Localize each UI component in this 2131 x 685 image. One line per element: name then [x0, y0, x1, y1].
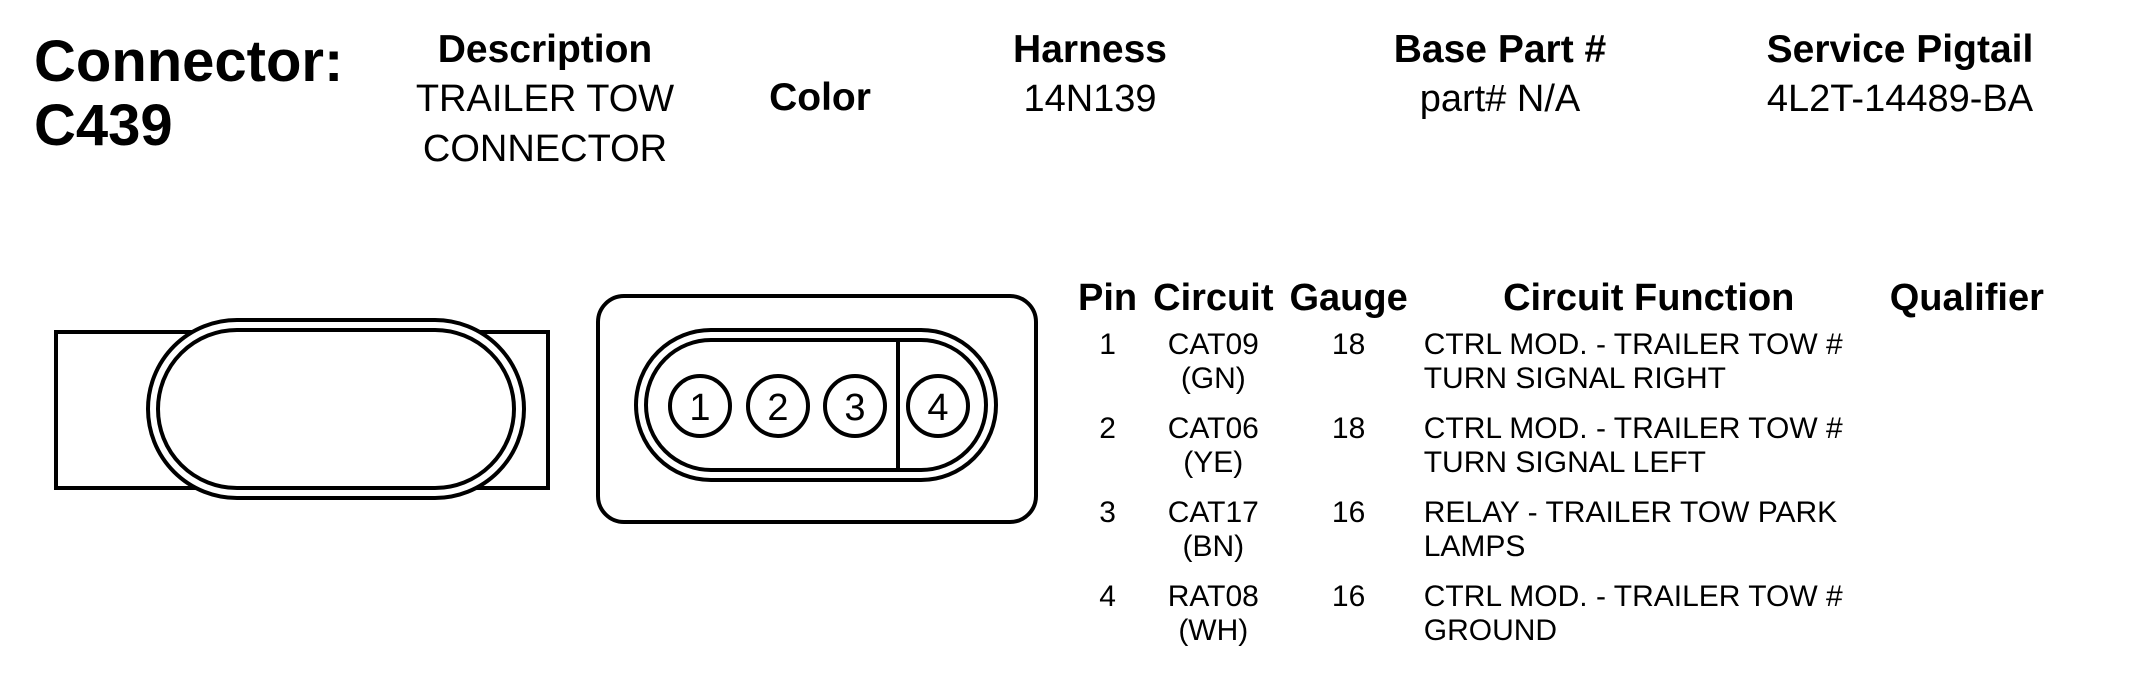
circuit-color: (GN)	[1180, 362, 1246, 395]
description-line-2: CONNECTOR	[422, 128, 668, 170]
function-line-2: TURN SIGNAL RIGHT	[1423, 362, 1726, 395]
circuit-id: RAT08	[1167, 580, 1259, 613]
circuit-color: (WH)	[1178, 614, 1249, 647]
function-line-2: LAMPS	[1423, 530, 1526, 563]
circuit-function: CTRL MOD. - TRAILER TOW # GROUND	[1416, 578, 1882, 662]
header-gauge: Gauge	[1289, 277, 1408, 319]
pin-4-socket	[906, 374, 970, 438]
connector-face-diagram: 1 2 3 4	[54, 294, 1038, 524]
table-row: 4 RAT08 (WH) 16 CTRL MOD. - TRAILER TOW …	[1070, 578, 2052, 662]
connector-label: Connector:	[34, 29, 344, 94]
circuit-color: (YE)	[1183, 446, 1244, 479]
circuit-cell: CAT06 (YE)	[1145, 410, 1281, 494]
description-label: Description	[437, 28, 653, 71]
service-pigtail-value: 4L2T-14489-BA	[1766, 78, 2034, 120]
qualifier	[1882, 578, 2052, 662]
description-line-1: TRAILER TOW	[415, 78, 675, 120]
pin-1-socket	[668, 374, 732, 438]
pin-2-socket	[746, 374, 810, 438]
service-pigtail-label: Service Pigtail	[1766, 28, 2034, 71]
pin-number: 4	[1099, 580, 1116, 613]
base-part-label: Base Part #	[1393, 28, 1607, 71]
circuit-id: CAT06	[1167, 412, 1259, 445]
function-line-1: CTRL MOD. - TRAILER TOW #	[1423, 412, 1843, 445]
function-line-1: RELAY - TRAILER TOW PARK	[1423, 496, 1838, 529]
gauge: 18	[1331, 328, 1366, 361]
description-column: Description TRAILER TOW CONNECTOR	[380, 26, 710, 174]
circuit-function: CTRL MOD. - TRAILER TOW # TURN SIGNAL LE…	[1416, 410, 1882, 494]
qualifier	[1882, 494, 2052, 578]
table-row: 1 CAT09 (GN) 18 CTRL MOD. - TRAILER TOW …	[1070, 326, 2052, 410]
table-row: 2 CAT06 (YE) 18 CTRL MOD. - TRAILER TOW …	[1070, 410, 2052, 494]
harness-label: Harness	[1013, 28, 1167, 71]
circuit-cell: RAT08 (WH)	[1145, 578, 1281, 662]
pin-socket-inner	[644, 338, 988, 472]
circuit-function: RELAY - TRAILER TOW PARK LAMPS	[1416, 494, 1882, 578]
gauge: 16	[1331, 496, 1366, 529]
pin-1-label: 1	[689, 387, 710, 429]
base-part-column: Base Part # part# N/A	[1350, 26, 1650, 124]
pin-table: Pin Circuit Gauge Circuit Function Quali…	[1070, 274, 2052, 662]
pin-3-label: 3	[844, 387, 865, 429]
pin-number: 3	[1099, 496, 1116, 529]
pin-table-header: Pin Circuit Gauge Circuit Function Quali…	[1070, 274, 2052, 326]
circuit-color: (BN)	[1182, 530, 1245, 563]
pin-3-socket	[823, 374, 887, 438]
qualifier	[1882, 326, 2052, 410]
function-line-2: TURN SIGNAL LEFT	[1423, 446, 1706, 479]
table-row: 3 CAT17 (BN) 16 RELAY - TRAILER TOW PARK…	[1070, 494, 2052, 578]
harness-column: Harness 14N139	[950, 26, 1230, 124]
function-line-2: GROUND	[1423, 614, 1558, 647]
circuit-id: CAT09	[1167, 328, 1259, 361]
circuit-cell: CAT09 (GN)	[1145, 326, 1281, 410]
gauge: 18	[1331, 412, 1366, 445]
pin-2-label: 2	[767, 387, 788, 429]
header-circuit-function: Circuit Function	[1503, 277, 1795, 319]
connector-title: Connector: C439	[34, 30, 364, 158]
pin-4-label: 4	[927, 387, 948, 429]
header-qualifier: Qualifier	[1889, 277, 2044, 319]
service-pigtail-column: Service Pigtail 4L2T-14489-BA	[1720, 26, 2080, 124]
color-column: Color	[730, 74, 910, 122]
pin-number: 2	[1099, 412, 1116, 445]
base-part-value: part# N/A	[1419, 78, 1581, 120]
harness-value: 14N139	[1023, 78, 1157, 120]
function-line-1: CTRL MOD. - TRAILER TOW #	[1423, 580, 1843, 613]
circuit-cell: CAT17 (BN)	[1145, 494, 1281, 578]
gauge: 16	[1331, 580, 1366, 613]
header-pin: Pin	[1078, 277, 1138, 319]
latch-oval-inner	[156, 328, 516, 490]
color-label: Color	[769, 76, 871, 119]
pin-number: 1	[1099, 328, 1116, 361]
circuit-id: CAT17	[1167, 496, 1259, 529]
qualifier	[1882, 410, 2052, 494]
connector-id: C439	[34, 93, 173, 158]
function-line-1: CTRL MOD. - TRAILER TOW #	[1423, 328, 1843, 361]
circuit-function: CTRL MOD. - TRAILER TOW # TURN SIGNAL RI…	[1416, 326, 1882, 410]
header-circuit: Circuit	[1153, 277, 1274, 319]
